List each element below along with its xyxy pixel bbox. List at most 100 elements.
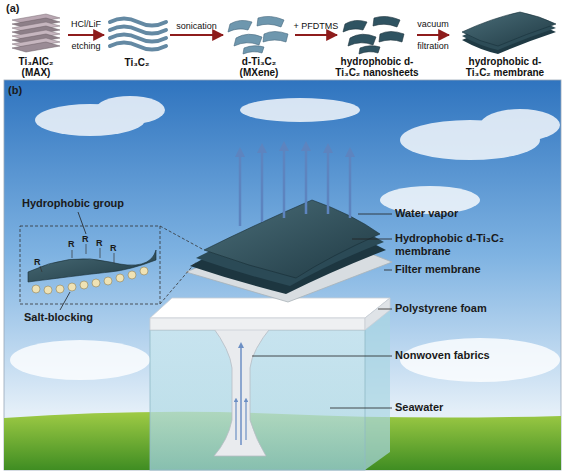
process-arrow xyxy=(170,34,223,36)
cloud xyxy=(95,96,165,124)
hydrophobic-flakes xyxy=(343,20,367,32)
hydrophobic-flakes xyxy=(348,34,376,46)
leader-line xyxy=(330,408,392,409)
nonwoven-wick xyxy=(235,400,236,440)
leader-line xyxy=(358,214,392,215)
vapor-arrow xyxy=(261,148,264,222)
edge-label: HCl/LiF etching xyxy=(61,13,111,57)
mxene-flakes xyxy=(263,32,288,43)
vapor-arrow xyxy=(305,146,308,214)
stage-label: Ti₃AlC₂ (MAX) xyxy=(5,56,67,78)
max-phase-stack xyxy=(12,42,60,52)
stage-label: d-Ti₃C₂ (MXene) xyxy=(223,56,295,78)
inset-frame xyxy=(20,226,204,304)
hydrophobic-flakes xyxy=(343,16,404,54)
stage-box: hydrophobic d-Ti₃C₂ membrane xyxy=(450,14,560,78)
polystyrene-foam xyxy=(150,318,365,330)
membrane-sheet xyxy=(462,12,556,54)
salt-ion xyxy=(92,279,100,287)
part-label: Polystyrene foam xyxy=(395,302,535,315)
inset-frame xyxy=(160,226,204,250)
ti3c2-layers xyxy=(110,19,166,26)
polystyrene-foam xyxy=(150,298,390,330)
sky-background xyxy=(4,80,561,470)
salt-ion xyxy=(68,283,76,291)
leader-line xyxy=(384,270,392,271)
inset-sheet xyxy=(86,244,87,254)
inset-sheet xyxy=(114,253,115,263)
group-symbol: R xyxy=(96,237,108,250)
process-arrow xyxy=(417,34,449,36)
cloud xyxy=(480,109,560,141)
salt-ion xyxy=(44,286,52,294)
callout-label: Salt-blocking xyxy=(24,311,144,324)
vapor-arrow xyxy=(283,146,286,218)
edge-label: + PFDTMS xyxy=(291,21,341,32)
polystyrene-foam xyxy=(365,298,390,330)
part-label: Hydrophobic d-Ti₃C₂ membrane xyxy=(395,232,520,258)
part-label: Nonwoven fabrics xyxy=(395,349,535,362)
inset-frame xyxy=(160,262,196,304)
group-symbol: R xyxy=(34,256,46,269)
panel-label: (b) xyxy=(8,84,38,97)
salt-ion xyxy=(128,271,136,279)
edge-label: sonication xyxy=(172,21,222,32)
ti3c2-layers xyxy=(110,43,166,50)
panel-label: (a) xyxy=(6,2,36,15)
group-symbol: R xyxy=(68,238,80,251)
mxene-flakes xyxy=(234,34,262,46)
stage-box: Ti₃C₂ xyxy=(105,14,169,68)
inset-sheet xyxy=(28,250,156,282)
nonwoven-wick xyxy=(212,326,272,456)
inset-sheet xyxy=(100,248,101,258)
vapor-arrow xyxy=(349,152,352,218)
seawater-tank xyxy=(365,310,390,470)
leader-line xyxy=(252,356,392,357)
salt-ion xyxy=(32,267,148,294)
salt-ion xyxy=(140,267,148,275)
nonwoven-wick xyxy=(240,345,242,445)
leader-line xyxy=(60,212,392,408)
salt-ion xyxy=(32,285,40,293)
ti3c2-layers xyxy=(110,35,166,42)
seawater-tank xyxy=(150,310,390,470)
vapor-arrow xyxy=(240,146,350,226)
mxene-flakes xyxy=(228,20,252,32)
stage-label: hydrophobic d-Ti₃C₂ nanosheets xyxy=(329,56,425,78)
stage-label: hydrophobic d-Ti₃C₂ membrane xyxy=(458,56,553,78)
membrane-sheet xyxy=(462,12,556,46)
leader-line xyxy=(78,212,86,234)
process-arrow xyxy=(68,34,104,36)
nonwoven-wick xyxy=(245,400,246,440)
stage-box: Ti₃AlC₂ (MAX) xyxy=(5,14,67,78)
polystyrene-foam xyxy=(150,298,390,318)
inset-sheet xyxy=(72,250,73,258)
hydrophobic-flakes xyxy=(359,46,380,54)
stage-label: Ti₃C₂ xyxy=(105,57,169,68)
inset-sheet xyxy=(28,244,156,282)
mxene-flakes xyxy=(257,16,284,27)
hydrophobic-flakes xyxy=(379,32,404,43)
salt-ion xyxy=(80,281,88,289)
part-label: Filter membrane xyxy=(395,263,535,276)
nonwoven-wick xyxy=(212,326,272,456)
leader-line xyxy=(378,309,392,310)
cloud xyxy=(10,340,150,380)
process-arrow xyxy=(295,34,337,36)
salt-ion xyxy=(116,274,124,282)
vapor-arrow xyxy=(327,148,330,214)
hydrophobic-membrane xyxy=(190,200,386,294)
stage-box: d-Ti₃C₂ (MXene) xyxy=(224,14,294,78)
part-label: Seawater xyxy=(395,401,535,414)
group-symbol: R xyxy=(110,242,122,255)
edge-label: vacuum filtration xyxy=(408,13,458,57)
group-symbol: R xyxy=(82,233,94,246)
leader-line xyxy=(60,292,70,310)
inset-frame xyxy=(20,226,160,304)
hydrophobic-flakes xyxy=(373,16,400,27)
cloud xyxy=(240,98,360,122)
salt-ion xyxy=(56,285,64,293)
salt-ion xyxy=(104,277,112,285)
vapor-arrow xyxy=(239,152,242,226)
